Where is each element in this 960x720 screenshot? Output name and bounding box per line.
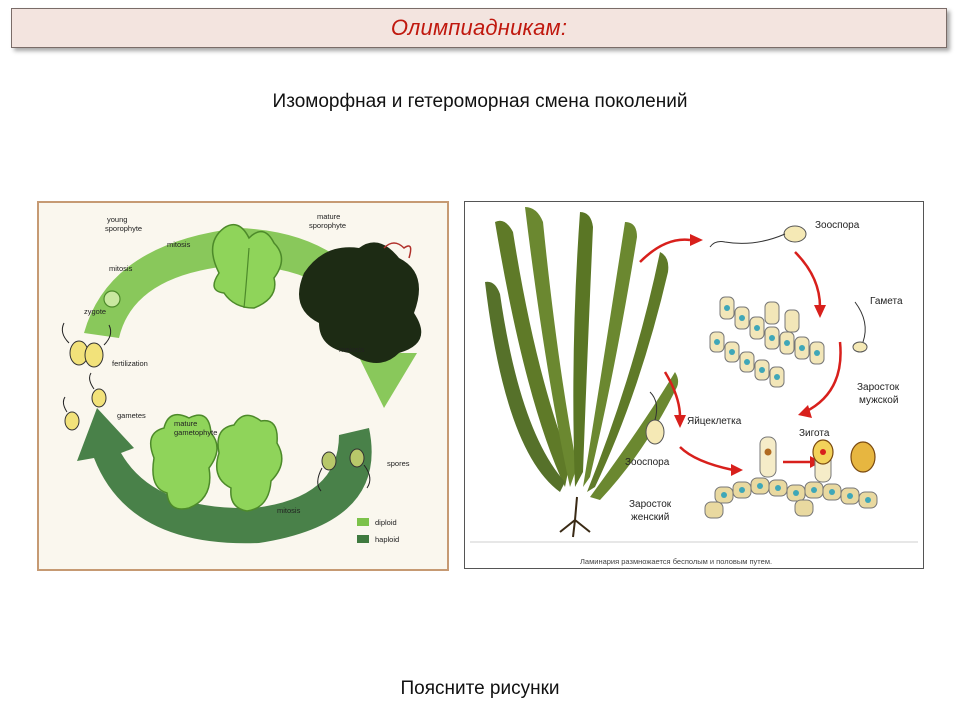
mature-sporophyte-plant [299,242,422,363]
label-male-thallus-1: Заросток [857,382,900,393]
mature-gametophyte-plants [149,413,283,512]
label-mitosis-top: mitosis [167,240,191,249]
figure-caption: Ламинария размножается бесполым и половы… [580,557,772,566]
label-gamete: Гамета [870,296,903,307]
heteromorphic-cycle-svg: Зооспора Гамета Заросток мужской Яйцекле… [470,207,918,566]
label-mature-gametophyte-2: gametophyte [174,428,217,437]
label-mitosis-left: mitosis [109,264,133,273]
label-mitosis-bottom: mitosis [277,506,301,515]
label-gametes: gametes [117,411,146,420]
female-thallus-nuclei [721,448,871,503]
zygote-cell [812,439,876,473]
isomorphic-cycle-svg: young sporophyte mitosis mature sporophy… [61,212,422,544]
cycle-arrows [639,238,842,472]
label-zygote: Зигота [799,428,830,439]
male-thallus-nuclei [714,305,820,380]
label-female-thallus-2: женский [631,512,669,523]
fertilization-cells [61,322,112,368]
label-egg-cell: Яйцеклетка [687,416,742,427]
legend-label-diploid: diploid [375,518,397,527]
label-young-sporophyte-2: sporophyte [105,224,142,233]
kelp-sporophyte [485,207,679,538]
zoospore-left-cell [645,391,665,445]
zoospore-top-cell [709,225,807,248]
label-fertilization: fertilization [112,359,148,368]
slide-title: Олимпиадникам: [390,15,568,40]
legend: diploid haploid [357,518,399,544]
gamete-cells [62,372,107,431]
spore-cells [317,448,371,492]
label-mature-gametophyte: mature [174,419,197,428]
label-meiosis: meiosis [339,345,365,354]
header-bar: Олимпиадникам: [11,8,947,48]
label-female-thallus-1: Заросток [629,499,672,510]
slide-subtitle: Изоморфная и гетероморная смена поколени… [272,91,688,112]
label-male-thallus-2: мужской [859,395,898,406]
young-sporophyte-plant [211,223,283,309]
female-thallus-cells [704,436,878,519]
legend-swatch-haploid [357,535,369,543]
isomorphic-cycle-figure: young sporophyte mitosis mature sporophy… [37,201,449,571]
label-mature-sporophyte-2: sporophyte [309,221,346,230]
gamete-cell [852,301,868,353]
label-young-sporophyte: young [107,215,127,224]
label-zygote: zygote [84,307,106,316]
label-zoospore-top: Зооспора [815,220,860,231]
slide-footer-prompt: Поясните рисунки [400,678,560,699]
label-mature-sporophyte: mature [317,212,340,221]
zygote-cell [103,290,121,308]
male-thallus-cells [709,296,825,388]
legend-label-haploid: haploid [375,535,399,544]
legend-swatch-diploid [357,518,369,526]
label-zoospore-left: Зооспора [625,457,670,468]
heteromorphic-cycle-figure: Зооспора Гамета Заросток мужской Яйцекле… [464,201,924,569]
label-spores: spores [387,459,410,468]
haploid-arc [77,408,372,544]
